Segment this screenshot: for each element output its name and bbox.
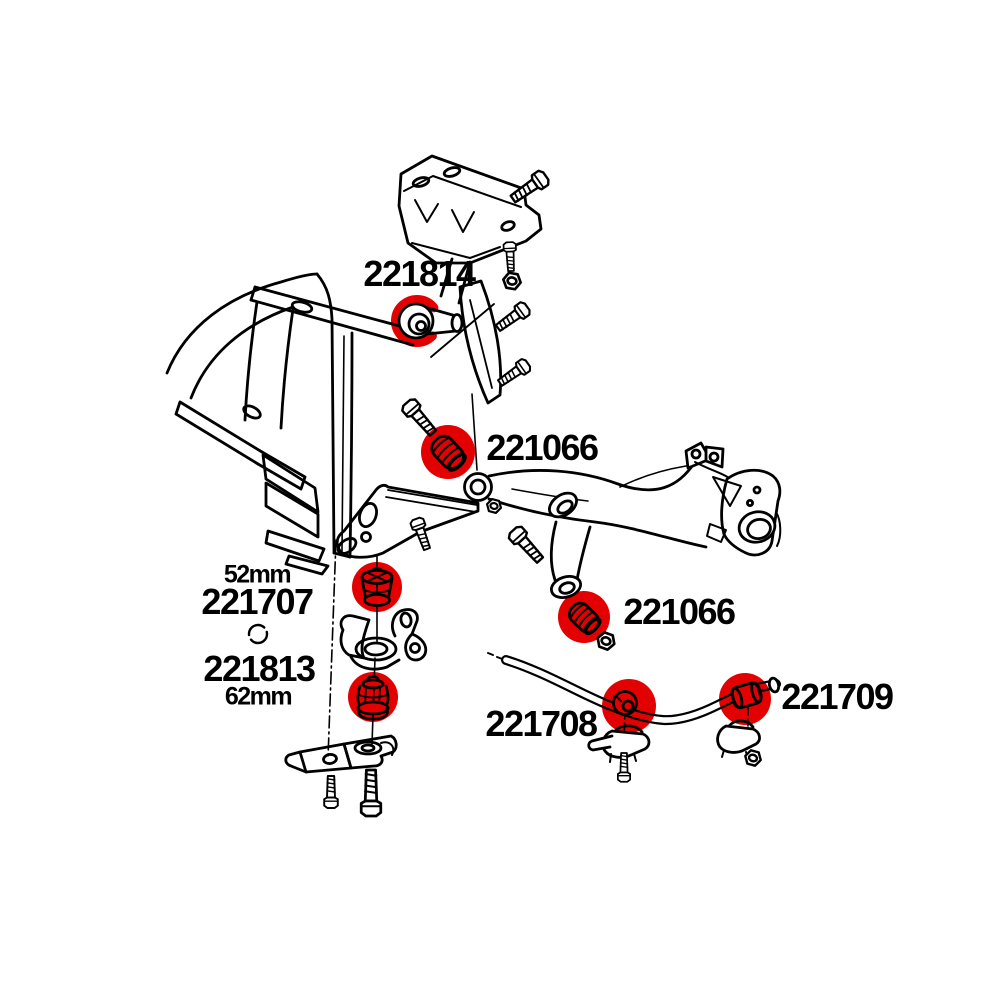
bolt-icon [506, 167, 552, 208]
bar-clamp-left [587, 724, 651, 763]
bottom-bracket [284, 734, 398, 774]
spacer-ring [247, 623, 269, 645]
highlight-221709 [719, 673, 771, 725]
highlight-221814 [391, 295, 439, 347]
highlight-layer [348, 295, 771, 733]
highlight-221813 [348, 672, 398, 722]
highlight-221708 [602, 679, 656, 733]
bolt-icon [492, 299, 533, 336]
gearbox-mount [339, 608, 428, 671]
nut-icon [484, 497, 504, 515]
bar-clamp-right [716, 719, 761, 759]
bolt-icon [408, 515, 435, 553]
bolt-icon [323, 775, 339, 809]
bolt-icon [505, 523, 548, 567]
annotation-layer [247, 623, 269, 645]
subframe-rail-panel [165, 272, 420, 576]
gusset-bracket [335, 483, 480, 559]
highlight-221066-upper [421, 425, 475, 479]
highlight-221066-lower [558, 591, 610, 643]
nut-icon [500, 270, 524, 292]
mount-arm [430, 257, 503, 471]
bolt-icon [502, 241, 518, 273]
trailing-arm [463, 460, 708, 599]
highlight-221707 [352, 562, 402, 612]
rear-hub [684, 441, 782, 557]
differential-mount-bracket [397, 154, 543, 265]
bolt-icon [359, 768, 383, 818]
